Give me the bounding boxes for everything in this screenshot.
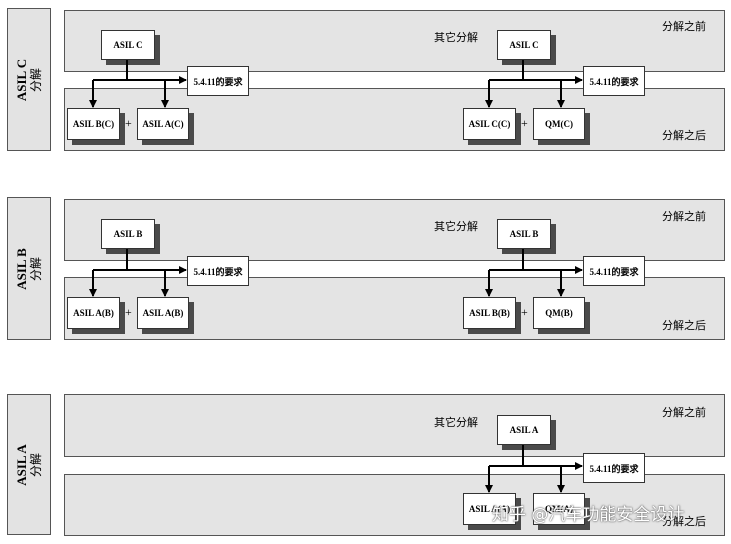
decomposed-box-a: ASIL A(B) — [67, 297, 120, 329]
requirement-box: 5.4.11的要求 — [583, 256, 645, 286]
plus-sign: + — [521, 116, 528, 130]
decomposed-box-a: ASIL B(B) — [463, 297, 516, 329]
other-decomposition-label: 其它分解 — [434, 417, 478, 429]
watermark: 知乎 @汽车功能安全设计 — [492, 505, 685, 525]
plus-sign: + — [125, 305, 132, 319]
decomposed-box-b: QM(B) — [533, 297, 585, 329]
after-band — [64, 474, 725, 536]
source-box: ASIL B — [101, 219, 155, 249]
before-label: 分解之前 — [662, 211, 706, 223]
before-label: 分解之前 — [662, 407, 706, 419]
after-label: 分解之后 — [662, 516, 706, 528]
decomposed-box-b: QM(C) — [533, 108, 585, 140]
source-box: ASIL C — [101, 30, 155, 60]
plus-sign: + — [521, 305, 528, 319]
side-panel-asil-c: ASIL C 分解 — [7, 8, 51, 151]
requirement-box: 5.4.11的要求 — [583, 66, 645, 96]
decomposed-box-a: ASIL A(A) — [463, 493, 516, 525]
after-label: 分解之后 — [662, 320, 706, 332]
source-box: ASIL B — [497, 219, 551, 249]
before-band — [64, 394, 725, 457]
other-decomposition-label: 其它分解 — [434, 32, 478, 44]
requirement-box: 5.4.11的要求 — [187, 66, 249, 96]
decomposed-box-a: ASIL B(C) — [67, 108, 120, 140]
before-label: 分解之前 — [662, 21, 706, 33]
plus-sign: + — [125, 116, 132, 130]
decomposed-box-b: QM(A) — [533, 493, 585, 525]
requirement-box: 5.4.11的要求 — [187, 256, 249, 286]
decomposed-box-b: ASIL A(B) — [137, 297, 189, 329]
before-band — [64, 199, 725, 261]
decomposed-box-a: ASIL C(C) — [463, 108, 516, 140]
source-box: ASIL A — [497, 415, 551, 445]
other-decomposition-label: 其它分解 — [434, 221, 478, 233]
side-panel-asil-b: ASIL B 分解 — [7, 197, 51, 340]
source-box: ASIL C — [497, 30, 551, 60]
before-band — [64, 10, 725, 72]
after-label: 分解之后 — [662, 130, 706, 142]
decomposed-box-b: ASIL A(C) — [137, 108, 189, 140]
side-panel-asil-a: ASIL A 分解 — [7, 394, 51, 535]
requirement-box: 5.4.11的要求 — [583, 453, 645, 483]
